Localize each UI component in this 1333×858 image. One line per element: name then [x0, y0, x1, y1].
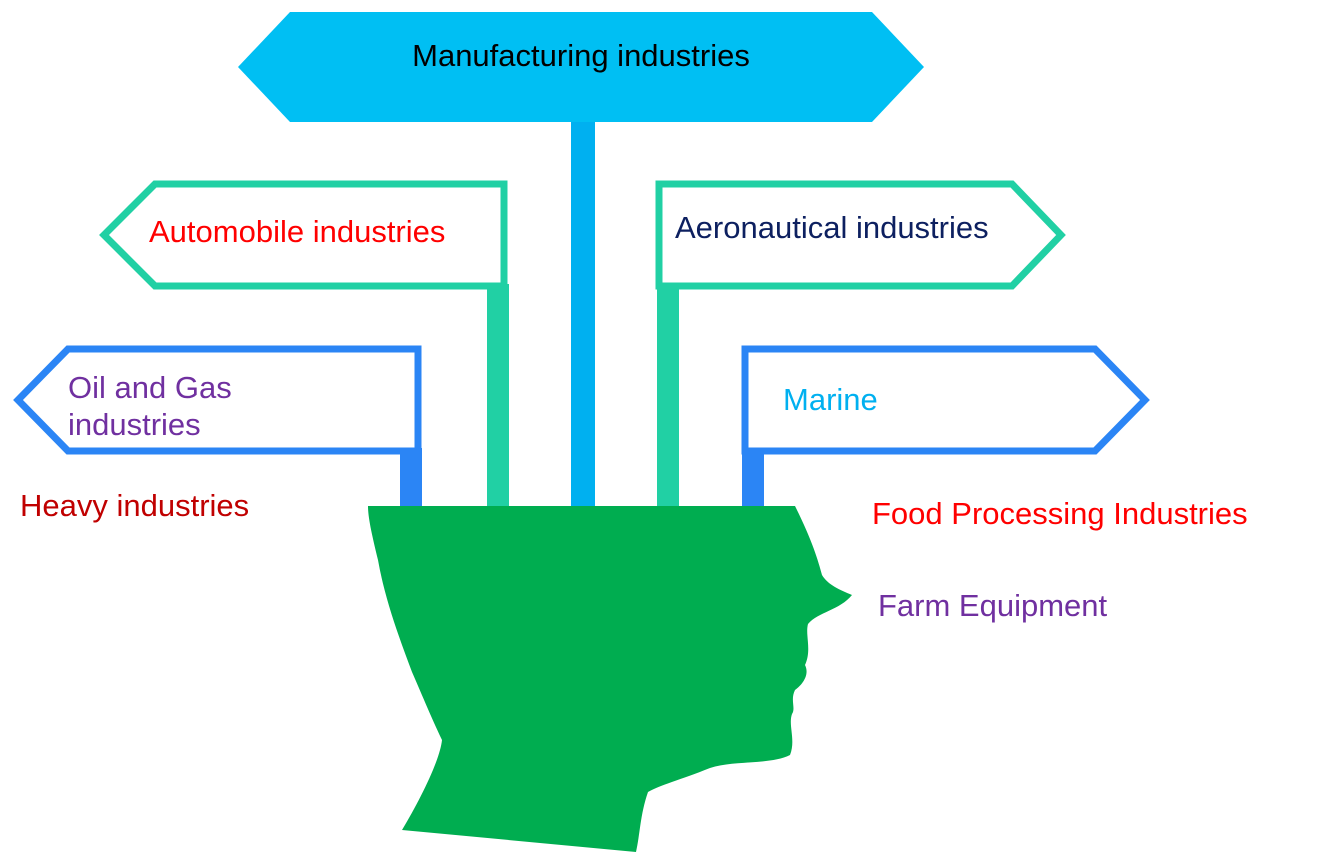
heavy-industries-label: Heavy industries [20, 488, 250, 523]
farm-equipment-label: Farm Equipment [878, 588, 1108, 623]
aeronautical-post [657, 284, 679, 510]
food-processing-label: Food Processing Industries [872, 496, 1248, 531]
oil-gas-sign [13, 345, 422, 455]
automobile-sign [99, 180, 508, 290]
aeronautical-sign [655, 180, 1066, 290]
main-sign [238, 12, 924, 122]
automobile-sign-label: Automobile industries [149, 214, 446, 249]
main-sign-label: Manufacturing industries [412, 38, 750, 73]
main-post [571, 118, 595, 510]
marine-post [742, 448, 764, 510]
marine-sign-label: Marine [783, 382, 878, 417]
oil-gas-sign-label: Oil and Gas industries [68, 370, 232, 442]
head-silhouette-icon [368, 506, 852, 852]
aeronautical-sign-label: Aeronautical industries [675, 210, 989, 245]
automobile-post [487, 284, 509, 510]
oil-gas-post [400, 448, 422, 510]
marine-sign [741, 345, 1150, 455]
